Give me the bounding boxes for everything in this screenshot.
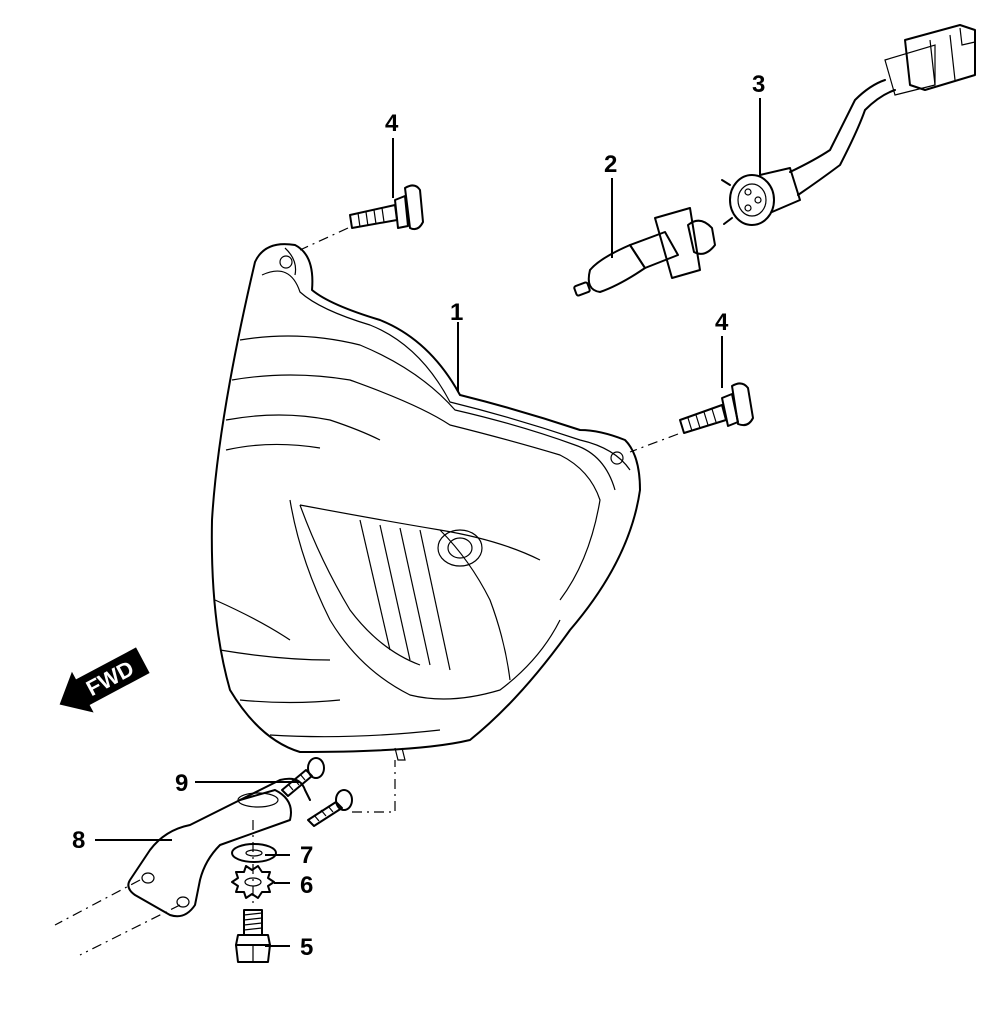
bracket-mount-line-lower xyxy=(79,904,181,956)
flat-washer xyxy=(231,843,277,863)
callout-5: 5 xyxy=(300,934,313,961)
headlight-housing xyxy=(210,243,641,761)
callout-4-upper-bolt: 4 xyxy=(385,110,399,137)
bracket-mount-line-upper xyxy=(54,879,141,926)
callout-1: 1 xyxy=(450,299,463,326)
upper-bolt-axis xyxy=(299,227,349,251)
bolt-bottom xyxy=(235,909,271,963)
screw-to-housing-line xyxy=(352,760,396,813)
side-bolt xyxy=(679,382,754,434)
screw-secondary xyxy=(307,789,353,827)
callout-4-side-bolt: 4 xyxy=(715,309,729,336)
side-bolt-axis xyxy=(629,433,679,453)
callout-9: 9 xyxy=(175,770,188,797)
callout-3: 3 xyxy=(752,71,765,98)
upper-bolt xyxy=(349,184,424,231)
callout-8: 8 xyxy=(72,827,85,854)
screw xyxy=(281,757,325,797)
callout-7: 7 xyxy=(300,842,313,869)
callout-2: 2 xyxy=(604,151,617,178)
leader-lines xyxy=(95,98,761,947)
bulb xyxy=(573,207,716,297)
bracket xyxy=(127,777,311,918)
callout-6: 6 xyxy=(300,872,313,899)
forward-arrow-icon: FWD xyxy=(59,647,150,713)
socket xyxy=(721,24,976,226)
